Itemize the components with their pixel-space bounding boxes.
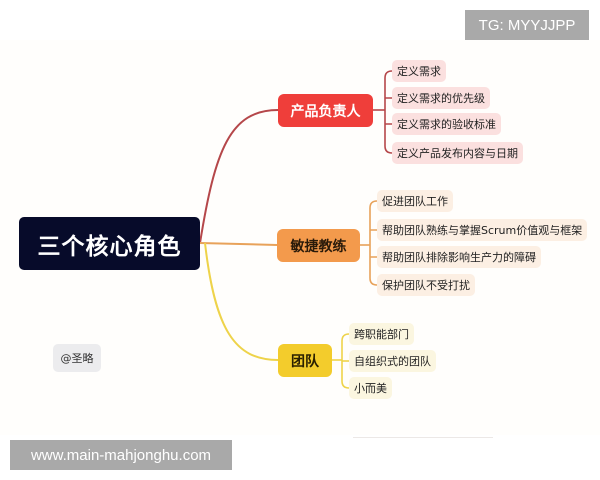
branch-scrum-master[interactable]: 敏捷教练 [277, 229, 360, 262]
branch-product-owner[interactable]: 产品负责人 [278, 94, 373, 127]
leaf-node[interactable]: 定义需求的优先级 [392, 87, 490, 109]
leaf-node[interactable]: 跨职能部门 [349, 323, 414, 345]
leaf-node[interactable]: 自组织式的团队 [349, 350, 436, 372]
watermark-top: TG: MYYJJPP [465, 10, 589, 40]
root-node[interactable]: 三个核心角色 [19, 217, 200, 270]
leaf-node[interactable]: 促进团队工作 [377, 190, 453, 212]
leaf-node[interactable]: 帮助团队熟练与掌握Scrum价值观与框架 [377, 219, 588, 241]
leaf-node[interactable]: 定义产品发布内容与日期 [392, 142, 523, 164]
leaf-node[interactable]: 小而美 [349, 377, 392, 399]
watermark-bottom: www.main-mahjonghu.com [10, 440, 232, 470]
leaf-node[interactable]: 定义需求 [392, 60, 446, 82]
leaf-node[interactable]: 定义需求的验收标准 [392, 113, 501, 135]
author-tag: @圣略 [53, 344, 101, 372]
leaf-node[interactable]: 帮助团队排除影响生产力的障碍 [377, 246, 541, 268]
divider [353, 437, 493, 438]
branch-team[interactable]: 团队 [278, 344, 332, 377]
leaf-node[interactable]: 保护团队不受打扰 [377, 274, 475, 296]
